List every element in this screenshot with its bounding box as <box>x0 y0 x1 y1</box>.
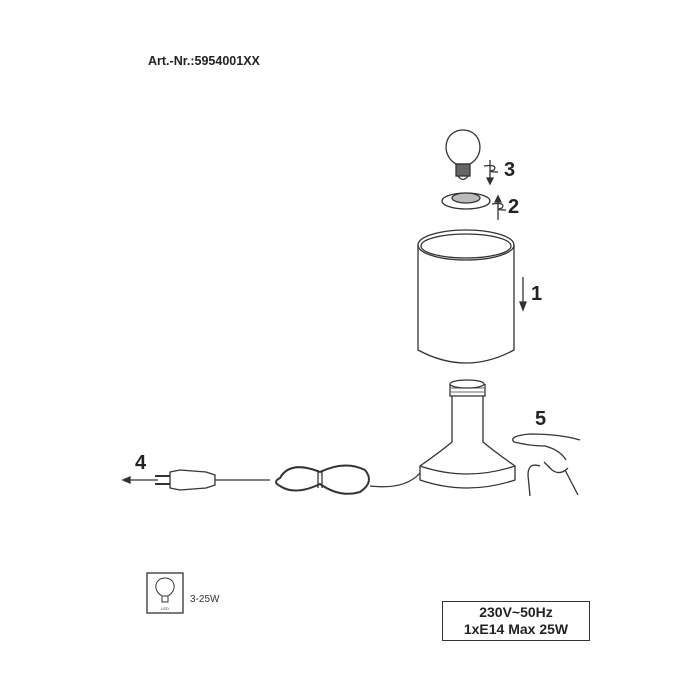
lamp-base <box>419 379 516 489</box>
socket-spec: 1xE14 Max 25W <box>463 621 569 637</box>
article-number: Art.-Nr.:5954001XX <box>148 54 260 68</box>
step-2-label: 2 <box>508 196 520 218</box>
lamp-shade <box>417 229 515 364</box>
step-4-label: 4 <box>135 452 147 474</box>
ring <box>441 192 491 210</box>
led-bulb-icon <box>146 572 184 614</box>
wattage-range: 3-25W <box>190 594 220 605</box>
electrical-spec-box: 230V~50Hz 1xE14 Max 25W <box>442 601 590 641</box>
step4-arrow <box>121 476 158 484</box>
led-label: LED <box>161 606 169 611</box>
voltage-spec: 230V~50Hz <box>479 604 553 620</box>
step3-arrow <box>483 160 499 186</box>
hand <box>512 433 581 497</box>
step1-arrow <box>519 277 527 312</box>
step-5-label: 5 <box>535 408 547 430</box>
step2-arrow <box>491 194 507 220</box>
bulb <box>445 129 481 181</box>
power-cord <box>215 464 421 495</box>
plug <box>155 469 216 491</box>
step-3-label: 3 <box>504 159 516 181</box>
step-1-label: 1 <box>531 283 543 305</box>
